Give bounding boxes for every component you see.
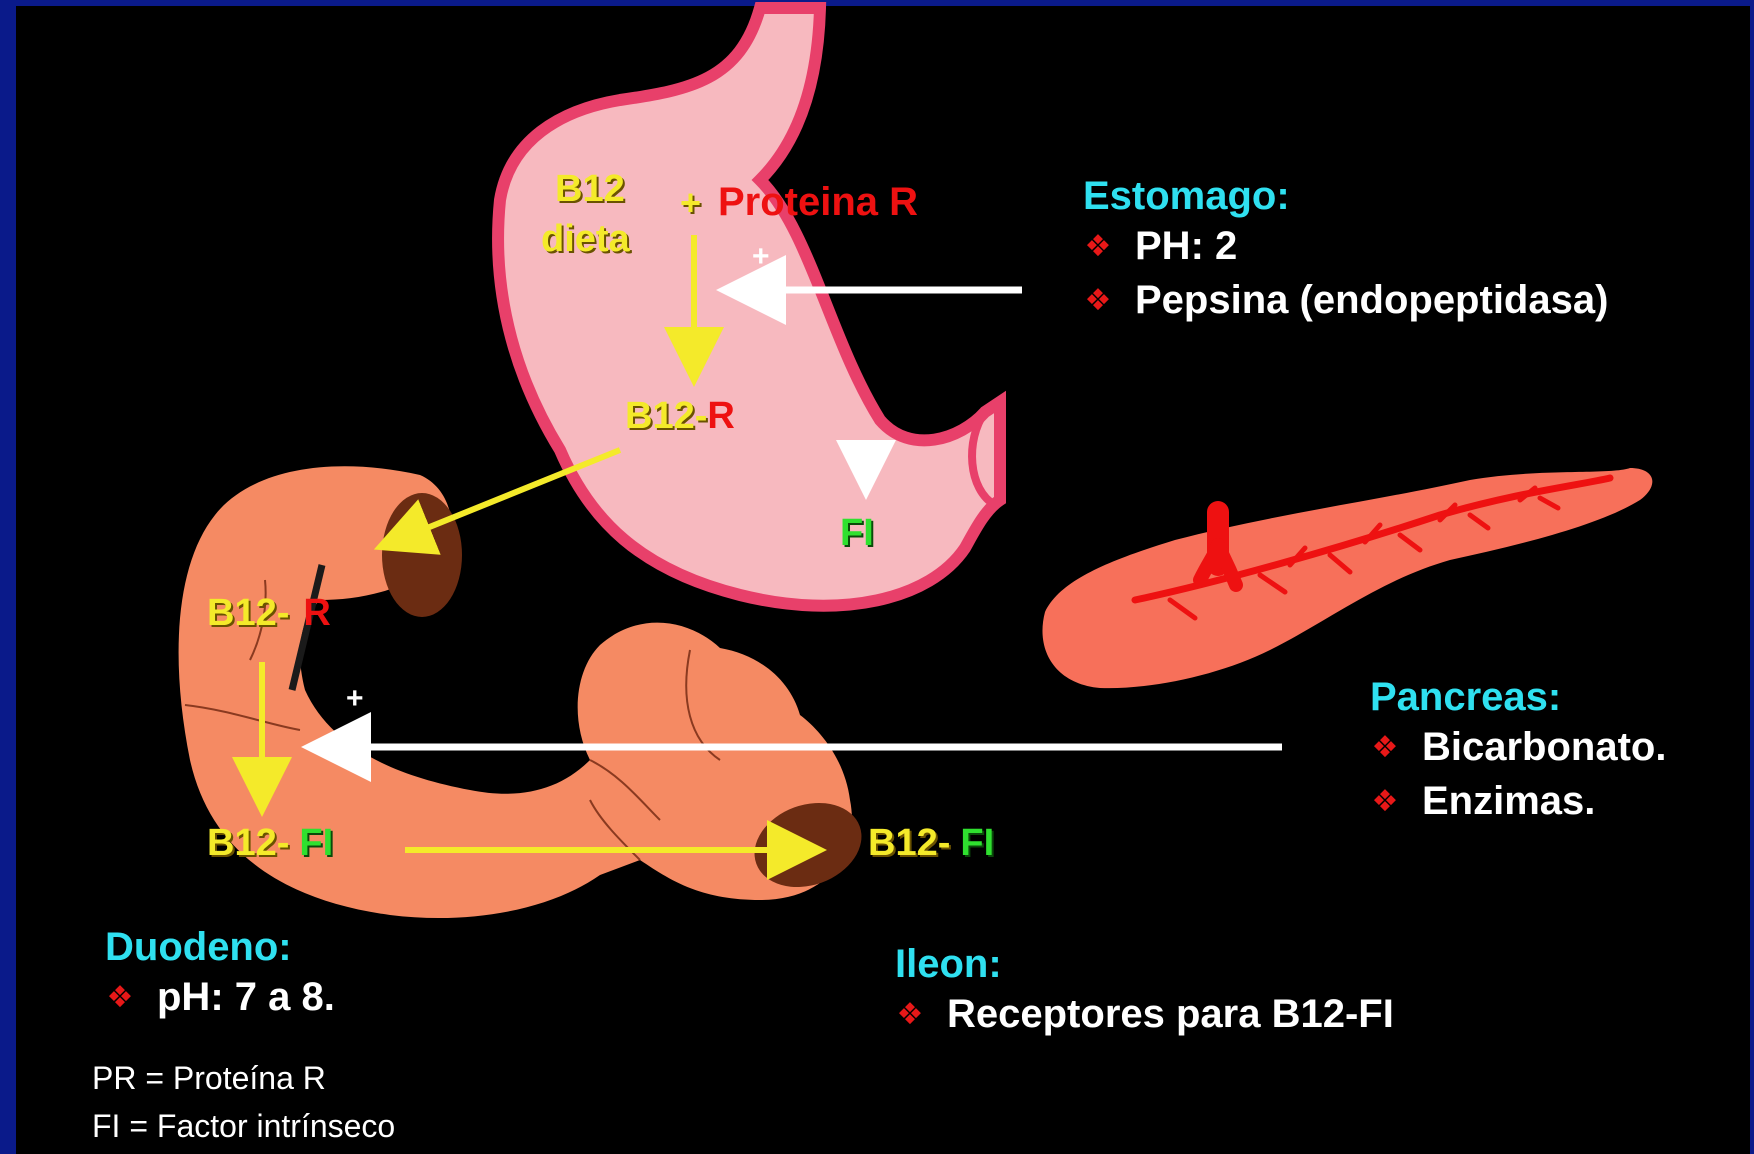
red-diamond-bullet-icon: ❖ <box>1370 730 1400 765</box>
duodenum-b12fi-b12: B12- <box>207 822 289 864</box>
red-diamond-bullet-icon: ❖ <box>895 997 925 1032</box>
duodeno-info: Duodeno: ❖ pH: 7 a 8. <box>105 925 335 1024</box>
duodenum-b12r-r: R <box>303 592 330 634</box>
estomago-heading: Estomago: <box>1083 174 1608 219</box>
estomago-item: ❖ PH: 2 <box>1083 219 1608 273</box>
stomach-b12r-r: R <box>707 395 734 437</box>
legend-fi: FI = Factor intrínseco <box>92 1108 395 1145</box>
intestine-opening-upper <box>382 493 462 617</box>
legend-pr: PR = Proteína R <box>92 1060 326 1097</box>
red-diamond-bullet-icon: ❖ <box>1083 283 1113 318</box>
duodenum-b12fi-label: B12-FI <box>207 822 333 865</box>
stomach-b12-label: B12 <box>555 168 625 211</box>
ileum-b12fi-b12: B12- <box>868 822 950 864</box>
duodenum-b12fi-fi: FI <box>299 822 333 864</box>
duodenum-plus-sign: + <box>346 682 364 716</box>
pancreas-shape <box>1042 468 1652 688</box>
stomach-proteina-r-label: Proteina R <box>718 180 918 225</box>
pancreas-item-text: Bicarbonato. <box>1422 725 1666 770</box>
estomago-item: ❖ Pepsina (endopeptidasa) <box>1083 273 1608 327</box>
stomach-b12r-b12: B12- <box>625 395 707 437</box>
red-diamond-bullet-icon: ❖ <box>1370 784 1400 819</box>
duodenum-b12r-label: B12- R <box>207 592 331 635</box>
ileon-info: Ileon: ❖ Receptores para B12-FI <box>895 942 1394 1041</box>
ileon-item-text: Receptores para B12-FI <box>947 992 1394 1037</box>
estomago-item-text: Pepsina (endopeptidasa) <box>1135 278 1608 323</box>
stomach-shape <box>498 8 1000 606</box>
pancreas-item: ❖ Bicarbonato. <box>1370 720 1666 774</box>
stomach-b12r-label: B12-R <box>625 395 735 438</box>
red-diamond-bullet-icon: ❖ <box>105 980 135 1015</box>
estomago-item-text: PH: 2 <box>1135 224 1237 269</box>
ileon-item: ❖ Receptores para B12-FI <box>895 987 1394 1041</box>
duodeno-item-text: pH: 7 a 8. <box>157 975 335 1020</box>
duodeno-heading: Duodeno: <box>105 925 335 970</box>
pancreas-heading: Pancreas: <box>1370 675 1666 720</box>
pancreas-item: ❖ Enzimas. <box>1370 774 1666 828</box>
estomago-info: Estomago: ❖ PH: 2 ❖ Pepsina (endopeptida… <box>1083 174 1608 327</box>
stomach-plus-sign: + <box>752 240 770 274</box>
ileum-b12fi-fi: FI <box>960 822 994 864</box>
duodenum-b12r-b12: B12- <box>207 592 289 634</box>
pancreas-item-text: Enzimas. <box>1422 779 1595 824</box>
ileum-b12fi-label: B12-FI <box>868 822 994 865</box>
red-diamond-bullet-icon: ❖ <box>1083 229 1113 264</box>
ileon-heading: Ileon: <box>895 942 1394 987</box>
stomach-fi-label: FI <box>840 512 874 555</box>
stomach-plus-proteina-sign: + <box>680 182 701 224</box>
duodeno-item: ❖ pH: 7 a 8. <box>105 970 335 1024</box>
stomach-dieta-label: dieta <box>541 218 630 261</box>
pancreas-info: Pancreas: ❖ Bicarbonato. ❖ Enzimas. <box>1370 675 1666 828</box>
